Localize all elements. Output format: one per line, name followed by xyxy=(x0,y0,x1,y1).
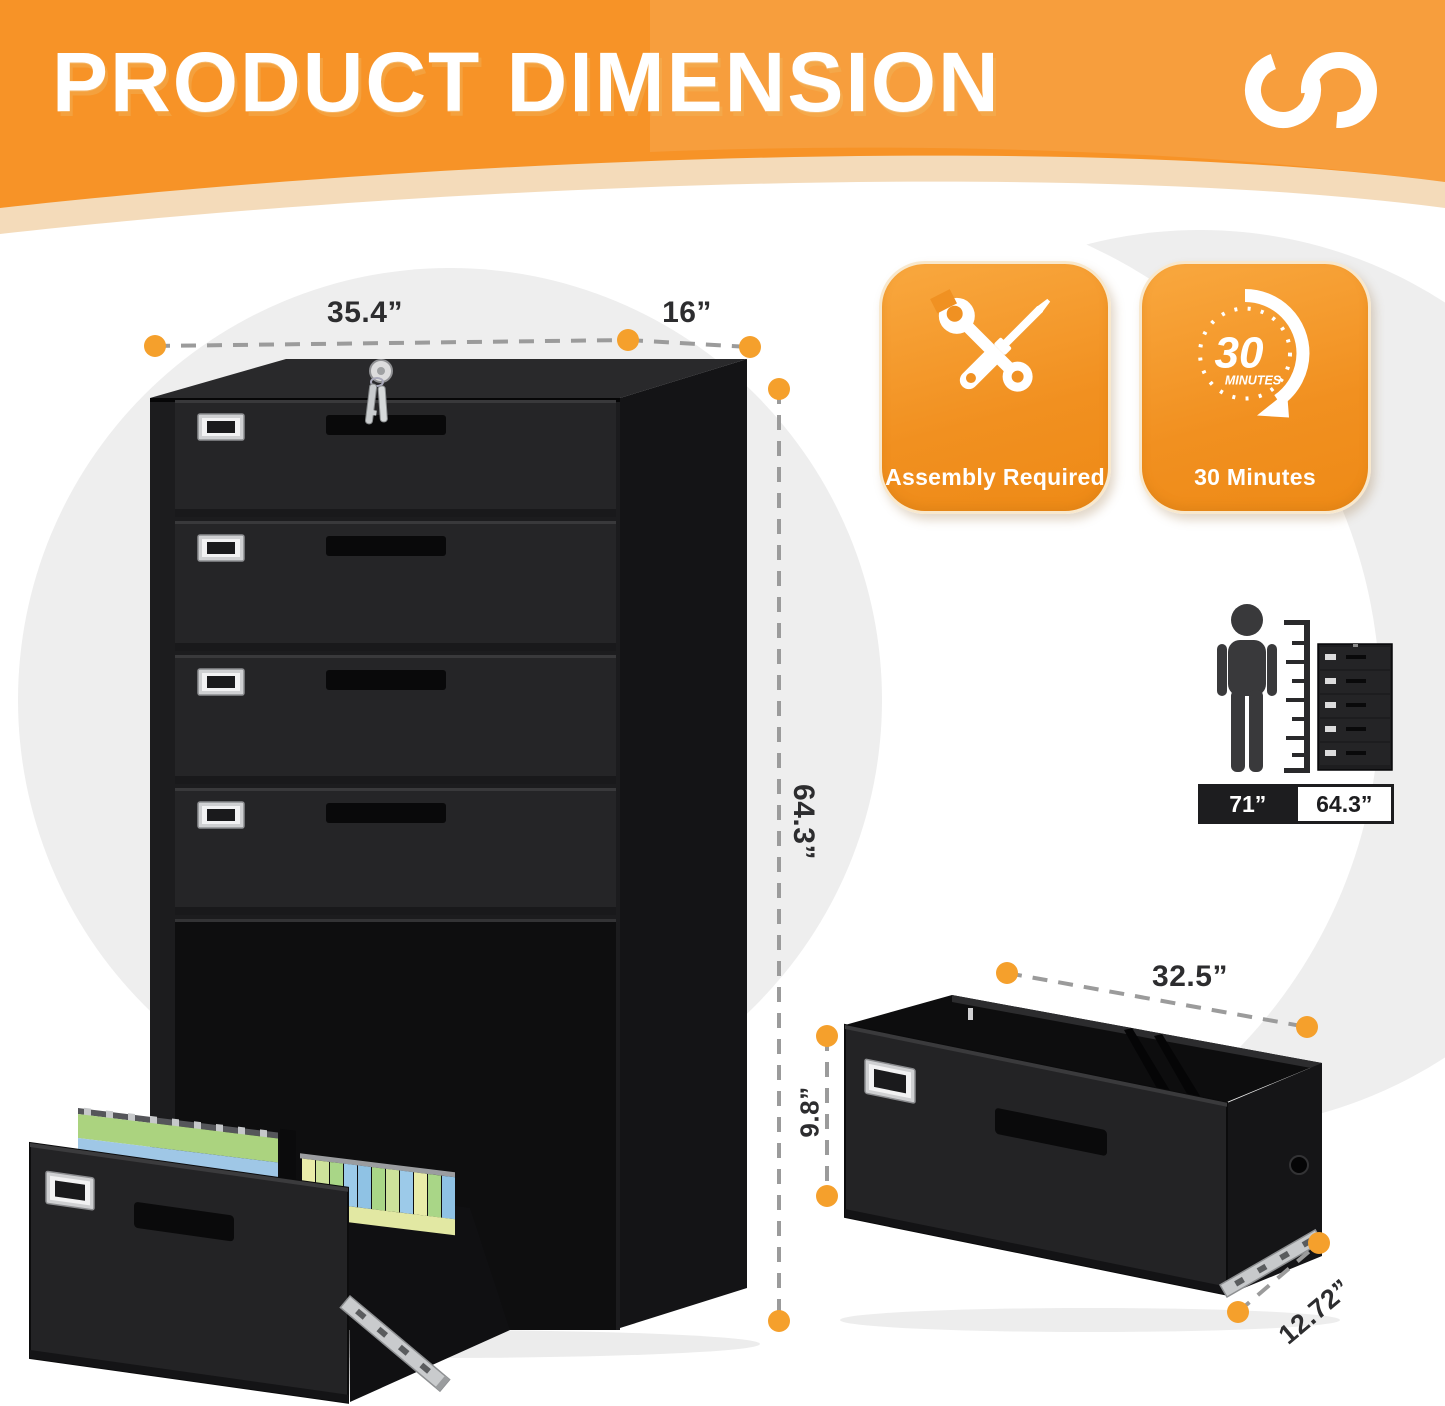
label-holder-icon xyxy=(197,534,245,562)
drawer-slide-rail xyxy=(339,1294,451,1393)
label-holder-icon xyxy=(45,1170,95,1211)
lock-icon xyxy=(369,359,393,383)
label-holder-icon xyxy=(864,1058,916,1104)
drawer-width-label: 32.5” xyxy=(1152,960,1228,993)
height-comparison-bar: 71” 64.3” xyxy=(1198,784,1394,824)
drawer-handle xyxy=(326,415,446,435)
open-bay-edge xyxy=(175,919,616,922)
open-drawer-front xyxy=(29,1141,349,1404)
keys-icon xyxy=(364,377,388,425)
folder-green xyxy=(78,1114,278,1163)
file-spines xyxy=(302,1158,455,1220)
timer-unit: MINUTES xyxy=(1225,374,1282,388)
label-holder-icon xyxy=(197,413,245,441)
drawer-handle xyxy=(326,536,446,556)
drawer-height-label: 9.8” xyxy=(794,1086,825,1138)
page-title: PRODUCT DIMENSION xyxy=(52,35,1001,129)
drawer-handle xyxy=(134,1202,234,1242)
dimension-dots xyxy=(144,329,1330,1332)
single-drawer-side xyxy=(1227,1063,1322,1295)
lock-knob xyxy=(1289,1155,1309,1175)
mini-cabinet-icon xyxy=(1317,643,1393,771)
tools-icon xyxy=(930,289,1051,392)
cabinet-depth-dimension-line xyxy=(627,338,751,349)
drawer-divider-plate xyxy=(1124,1028,1172,1097)
cabinet-width-dimension-line xyxy=(154,338,629,348)
thirty-minutes-badge: 30 MINUTES 30 Minutes xyxy=(1139,261,1371,514)
person-icon xyxy=(1217,604,1277,772)
single-drawer-front xyxy=(844,1023,1228,1296)
time-badge-label: 30 Minutes xyxy=(1194,464,1316,490)
assembly-badge-label: Assembly Required xyxy=(885,464,1105,490)
brand-logo-icon xyxy=(1245,52,1377,128)
cabinet-drawer-4 xyxy=(175,788,616,915)
cabinet-top-face xyxy=(150,359,747,398)
drawer-interior xyxy=(845,995,1322,1102)
drawer-divider-plate xyxy=(1154,1034,1200,1099)
hanger-bracket xyxy=(968,1008,973,1020)
file-rail-right xyxy=(300,1153,455,1178)
cabinet-height-label: 64.3” xyxy=(787,784,820,860)
label-holder-icon xyxy=(197,668,245,696)
drawer-back-edge xyxy=(952,995,1322,1070)
cabinet-depth-label: 16” xyxy=(662,296,712,329)
drawer-floor-shadow xyxy=(840,1308,1340,1332)
cabinet-drawer-3 xyxy=(175,655,616,784)
label-holder-icon xyxy=(197,801,245,829)
single-drawer xyxy=(844,995,1324,1299)
drawer-handle xyxy=(326,803,446,823)
person-height-value: 71” xyxy=(1198,784,1295,824)
cabinet-height-value: 64.3” xyxy=(1294,784,1394,824)
header-highlight xyxy=(650,0,1445,182)
timer-icon: 30 MINUTES xyxy=(1198,289,1310,418)
cabinet-side-face xyxy=(620,359,747,1328)
assembly-required-badge: Assembly Required xyxy=(879,261,1111,514)
header-underband xyxy=(0,153,1445,234)
header-band xyxy=(0,0,1445,234)
open-drawer-side-wall xyxy=(348,1190,510,1402)
header-orange-band xyxy=(0,0,1445,208)
ruler-icon xyxy=(1284,620,1310,773)
cabinet-width-label: 35.4” xyxy=(327,296,403,329)
timer-value: 30 xyxy=(1215,329,1264,378)
drawer-handle xyxy=(326,670,446,690)
cabinet-drawer-1 xyxy=(175,400,616,517)
drawer-handle xyxy=(995,1108,1107,1156)
cabinet-drawer-2 xyxy=(175,521,616,651)
drawer-depth-dimension-line xyxy=(1236,1241,1321,1314)
